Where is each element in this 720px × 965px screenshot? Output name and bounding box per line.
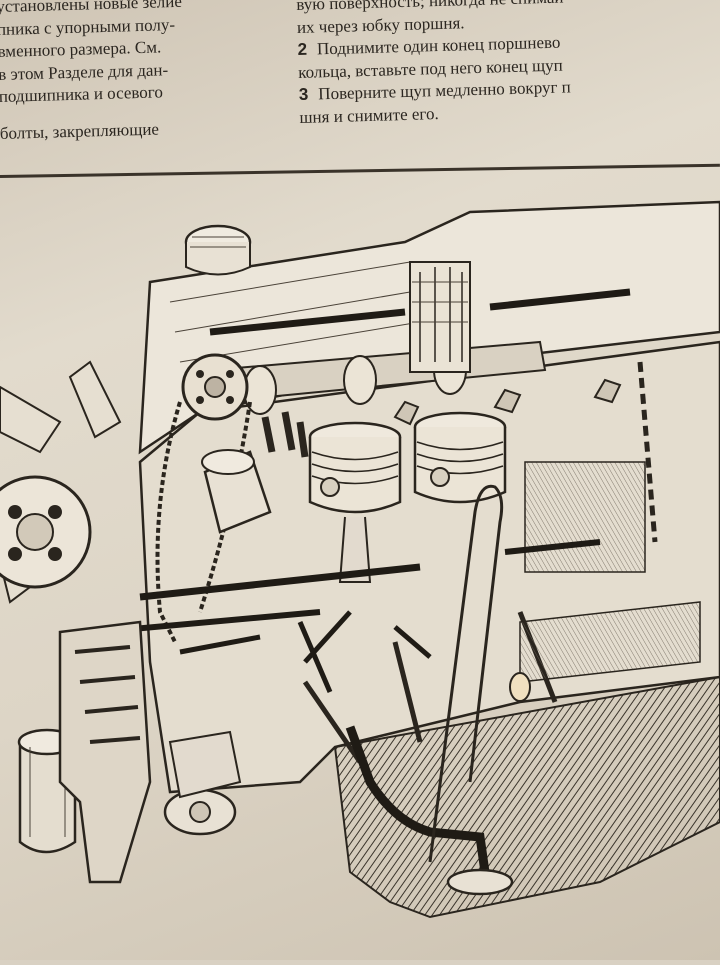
step-number: 2 <box>297 39 308 59</box>
fuel-pump <box>163 730 242 836</box>
piston-1 <box>308 421 402 583</box>
oil-pickup-pipe <box>345 725 490 873</box>
rocker-bar <box>209 308 406 336</box>
distributor <box>201 411 309 534</box>
timing-cover <box>58 620 152 884</box>
engine-drawing <box>0 200 720 919</box>
rocker-bar <box>489 288 631 311</box>
step-text: Поднимите один конец поршнево <box>316 32 561 59</box>
fan-blade <box>68 360 122 439</box>
engine-illustration <box>0 182 720 960</box>
spark-plug <box>493 388 522 414</box>
step-number: 3 <box>298 84 309 104</box>
dipstick <box>428 484 504 863</box>
crank-bar <box>504 539 601 555</box>
oil-pickup-screen <box>446 868 514 896</box>
cylinder-wall <box>524 461 646 573</box>
fan-blade <box>0 385 62 454</box>
right-text-column: вую поверхность; никогда не снимай их че… <box>296 0 720 129</box>
spark-plug <box>593 378 622 404</box>
spark-plug <box>393 400 420 426</box>
valve-mechanism <box>409 261 471 373</box>
piston-2 <box>413 411 507 504</box>
left-text-column: установлены новые зелие пника с упорными… <box>0 0 272 145</box>
crank-bar <box>139 563 421 601</box>
